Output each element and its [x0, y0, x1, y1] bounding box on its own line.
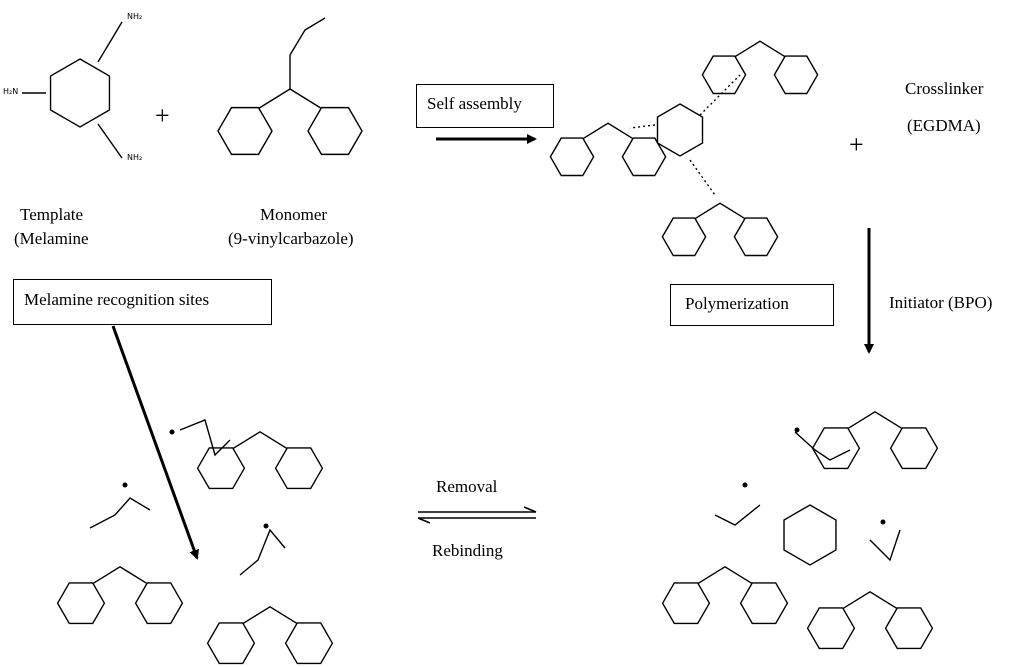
- cavity-carbazole-top-ring-left: [196, 447, 246, 490]
- recognition-sites-box: Melamine recognition sites: [13, 279, 272, 325]
- cavity-carbazole-bottom-five-ring: [242, 605, 298, 625]
- complex-carbazole-top-ring-right: [773, 55, 819, 95]
- template-label: Template: [20, 205, 84, 224]
- polymer-melamine-ring: [783, 504, 837, 566]
- polymer-chain-top: [794, 431, 851, 461]
- cavity-carbazole-top-five-ring: [232, 430, 288, 450]
- polymer-carbazole-left-ring-left: [661, 582, 711, 625]
- template-name-label: (Melamine: [14, 229, 89, 248]
- recognition-site-arrow: [111, 325, 199, 560]
- h-bond-bottom: [689, 159, 716, 196]
- polymer-carbazole-top-ring-right: [889, 427, 939, 470]
- polymer-chain-right: [869, 529, 901, 562]
- nh2-top-label: NH₂: [127, 12, 143, 21]
- melamine-ring: [49, 58, 111, 128]
- plus-sign-1: +: [155, 101, 170, 130]
- monomer-carbazole-ring-right: [307, 106, 363, 156]
- complex-carbazole-left-ring-right: [621, 137, 667, 177]
- h-bond-left: [629, 124, 656, 129]
- polymerization-box: Polymerization: [670, 284, 834, 326]
- monomer-carbazole-ring-left: [217, 106, 273, 156]
- polymer-carbazole-left-ring-right: [739, 582, 789, 625]
- cavity-radical-dot-3: [263, 523, 269, 529]
- initiator-label: Initiator (BPO): [889, 293, 993, 312]
- self-assembly-box: Self assembly: [416, 84, 554, 128]
- polymer-carbazole-top-five-ring: [847, 410, 903, 430]
- cavity-carbazole-top-ring-right: [274, 447, 324, 490]
- cavity-carbazole-left-five-ring: [92, 565, 148, 585]
- radical-dot-2: [742, 482, 748, 488]
- monomer-vinyl-group: [289, 17, 326, 56]
- cavity-chain-bottom: [239, 528, 286, 576]
- h2n-left-label: H₂N: [3, 87, 19, 96]
- radical-dot-3: [880, 519, 886, 525]
- polymer-chain-left: [714, 504, 761, 526]
- complex-carbazole-bottom-ring-left: [661, 217, 707, 257]
- cavity-radical-dot-2: [122, 482, 128, 488]
- monomer-label: Monomer: [260, 205, 328, 224]
- rebinding-label: Rebinding: [432, 541, 503, 560]
- cavity-chain-top: [179, 419, 231, 457]
- cavity-carbazole-left-ring-right: [134, 582, 184, 625]
- nh2-bottom-label: NH₂: [127, 153, 143, 162]
- plus-sign-2: +: [849, 130, 864, 159]
- complex-carbazole-bottom-five-ring: [694, 202, 746, 220]
- removal-label: Removal: [436, 477, 498, 496]
- radical-dot-1: [794, 427, 800, 433]
- melamine-nh2-bottom-bond: [97, 123, 123, 159]
- monomer-name-label: (9-vinylcarbazole): [228, 229, 354, 248]
- complex-melamine-ring: [656, 103, 704, 157]
- cavity-radical-dot-1: [169, 429, 175, 435]
- cavity-carbazole-bottom-ring-left: [206, 622, 256, 665]
- equilibrium-arrows: [417, 506, 537, 524]
- polymer-carbazole-right-ring-left: [806, 607, 856, 650]
- complex-carbazole-left-ring-left: [549, 137, 595, 177]
- monomer-carbazole-five-ring: [258, 88, 322, 110]
- complex-carbazole-top-ring-left: [701, 55, 747, 95]
- polymer-carbazole-right-ring-right: [884, 607, 934, 650]
- complex-carbazole-left-five-ring: [582, 122, 634, 140]
- polymer-carbazole-top-ring-left: [811, 427, 861, 470]
- cavity-carbazole-left-ring-left: [56, 582, 106, 625]
- cavity-chain-left: [89, 497, 151, 529]
- polymer-carbazole-right-five-ring: [842, 590, 898, 610]
- complex-carbazole-bottom-ring-right: [733, 217, 779, 257]
- crosslinker-label: Crosslinker: [905, 79, 984, 98]
- melamine-nh2-top-bond: [97, 21, 123, 63]
- polymer-carbazole-left-five-ring: [697, 565, 753, 585]
- complex-carbazole-top-five-ring: [734, 40, 786, 58]
- crosslinker-name-label: (EGDMA): [907, 116, 981, 135]
- cavity-carbazole-bottom-ring-right: [284, 622, 334, 665]
